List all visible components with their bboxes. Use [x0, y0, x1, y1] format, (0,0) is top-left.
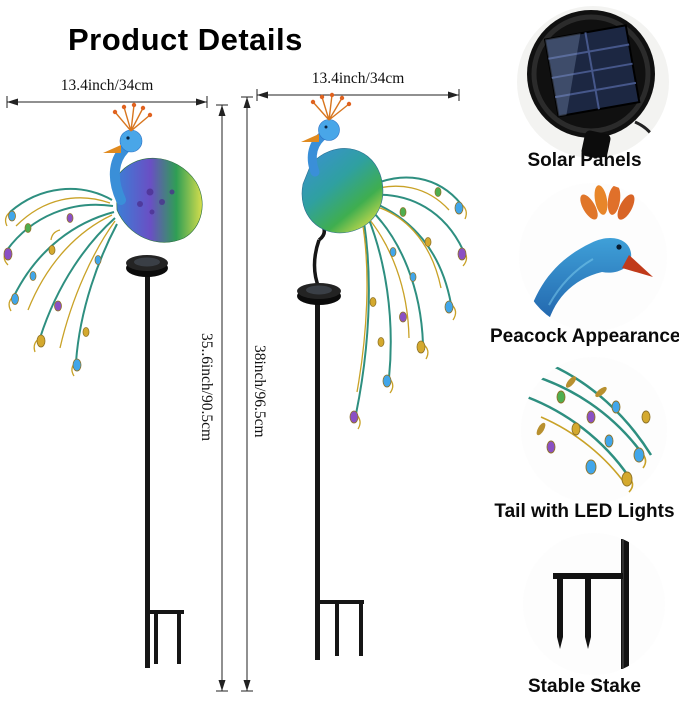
left-peacock-head — [119, 129, 143, 153]
right-peacock-head — [318, 119, 340, 141]
peacock-solar-stake-right-illustration — [297, 92, 468, 660]
peacock-appearance-label: Peacock Appearance — [490, 326, 679, 347]
stake-closeup-icon — [523, 533, 665, 675]
left-ground-fork — [150, 610, 184, 664]
right-peacock-body — [301, 148, 384, 234]
left-width-dimension-arrow — [6, 96, 208, 108]
left-height-label: 35..6inch/90.5cm — [198, 333, 215, 442]
peacock-solar-stake-left-illustration — [3, 102, 203, 668]
left-tail-gems — [3, 210, 102, 372]
left-peacock-eye — [126, 136, 130, 140]
right-ground-fork — [320, 600, 364, 656]
left-stake — [145, 268, 150, 668]
closeup-crown — [580, 185, 635, 220]
right-height-label: 38inch/96.5cm — [251, 345, 268, 438]
left-body-spots — [137, 188, 175, 215]
closeup-eye — [616, 244, 622, 250]
page-title: Product Details — [68, 22, 303, 57]
stable-stake-callout-photo — [523, 533, 665, 675]
stable-stake-label: Stable Stake — [528, 676, 641, 697]
right-peacock-crown — [310, 92, 352, 121]
left-peacock-body — [115, 157, 203, 243]
left-height-dimension-arrow — [216, 104, 228, 692]
right-stake — [315, 298, 320, 660]
right-tail-branches — [355, 176, 464, 415]
left-peacock-beak — [103, 145, 121, 153]
right-peacock-eye — [324, 125, 328, 129]
left-peacock-crown — [112, 102, 153, 132]
solar-panels-label: Solar Panels — [527, 150, 642, 171]
peacock-appearance-callout-photo — [519, 183, 667, 331]
solar-panel-top-view-icon — [517, 6, 669, 158]
right-peacock-beak — [301, 134, 319, 142]
closeup-beak — [622, 255, 653, 277]
solar-panel-callout-photo — [517, 6, 669, 158]
left-solar-light-housing — [126, 255, 168, 277]
tail-led-lights-label: Tail with LED Lights — [494, 501, 675, 522]
right-width-label: 13.4inch/34cm — [311, 70, 405, 87]
right-width-dimension-arrow — [256, 89, 460, 101]
peacock-head-closeup-icon — [519, 183, 667, 331]
tail-led-callout-photo — [521, 357, 667, 503]
left-tail-gold-stems — [3, 197, 116, 377]
left-tail-branches — [6, 188, 118, 363]
right-tail-gems — [349, 187, 467, 424]
right-hanger-hook — [312, 225, 327, 289]
closeup-neck — [525, 238, 632, 331]
right-solar-light-housing — [297, 283, 341, 305]
right-height-dimension-arrow — [241, 96, 253, 692]
left-width-label: 13.4inch/34cm — [60, 77, 154, 94]
tail-gems-closeup-icon — [521, 357, 667, 503]
